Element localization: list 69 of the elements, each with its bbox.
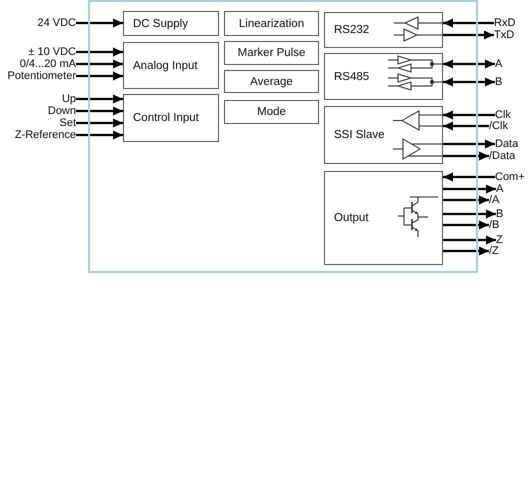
signal-label: Com+ xyxy=(495,172,525,182)
function-block xyxy=(324,12,443,48)
function-block xyxy=(324,171,443,265)
signal-label: /Data xyxy=(489,150,516,162)
signal-label: B xyxy=(496,208,504,220)
arrow xyxy=(76,60,123,68)
arrow xyxy=(443,18,494,28)
arrow xyxy=(443,78,495,86)
arrow xyxy=(76,18,123,28)
block-label: Output xyxy=(334,211,369,225)
signal-label: Clk xyxy=(495,110,511,120)
block-label: DC Supply xyxy=(133,16,188,30)
function-block xyxy=(123,42,219,89)
signal-label: Up xyxy=(62,94,76,104)
arrow xyxy=(76,106,123,116)
arrow xyxy=(76,72,123,80)
arrow xyxy=(443,236,496,244)
arrow xyxy=(443,210,496,218)
function-block xyxy=(324,106,443,164)
function-block xyxy=(123,11,219,36)
arrow xyxy=(76,48,123,56)
signal-label: 24 VDC xyxy=(37,18,76,28)
function-block xyxy=(123,94,219,142)
block-label: Analog Input xyxy=(133,58,198,72)
signal-label: Down xyxy=(48,106,76,116)
signal-label: /Clk xyxy=(489,120,508,132)
signal-label: Potentiometer xyxy=(8,70,76,82)
signal-label: 0/4...20 mA xyxy=(20,58,76,70)
signal-label: /A xyxy=(489,194,500,206)
block-label: Mode xyxy=(257,105,286,119)
signal-label: Data xyxy=(495,138,518,150)
block-label: Average xyxy=(250,74,293,88)
block-label: RS232 xyxy=(334,23,370,37)
arrow xyxy=(443,152,489,160)
function-block xyxy=(224,100,319,124)
block-label: SSI Slave xyxy=(334,128,384,142)
signal-label: Z-Reference xyxy=(14,130,76,140)
module-frame xyxy=(88,0,478,273)
signal-label: /Z xyxy=(489,246,499,256)
signal-label: TxD xyxy=(494,30,514,40)
signal-label: Z xyxy=(496,234,503,246)
arrow xyxy=(76,130,123,140)
arrow xyxy=(443,60,495,68)
signal-label: /B xyxy=(489,220,500,230)
function-block xyxy=(224,41,319,65)
signal-label: ± 10 VDC xyxy=(28,46,76,58)
arrow xyxy=(443,172,495,182)
arrow xyxy=(443,196,489,204)
block-label: RS485 xyxy=(334,70,370,84)
function-block xyxy=(324,53,443,100)
arrow xyxy=(443,30,494,40)
signal-label: A xyxy=(495,58,502,70)
function-block xyxy=(224,70,319,93)
arrow xyxy=(443,140,495,148)
block-label: Linearization xyxy=(238,16,304,30)
arrow xyxy=(443,184,496,194)
arrow xyxy=(443,246,489,256)
signal-label: RxD xyxy=(494,18,516,28)
arrow xyxy=(443,110,495,120)
block-label: Control Input xyxy=(133,111,199,125)
signal-label: Set xyxy=(59,118,76,128)
block-label: Marker Pulse xyxy=(238,46,306,60)
function-block xyxy=(224,11,319,36)
signal-label: A xyxy=(496,184,504,194)
arrow xyxy=(76,94,123,104)
arrow xyxy=(76,118,123,128)
arrow xyxy=(443,220,489,230)
arrow xyxy=(443,122,489,130)
signal-label: B xyxy=(495,76,502,88)
